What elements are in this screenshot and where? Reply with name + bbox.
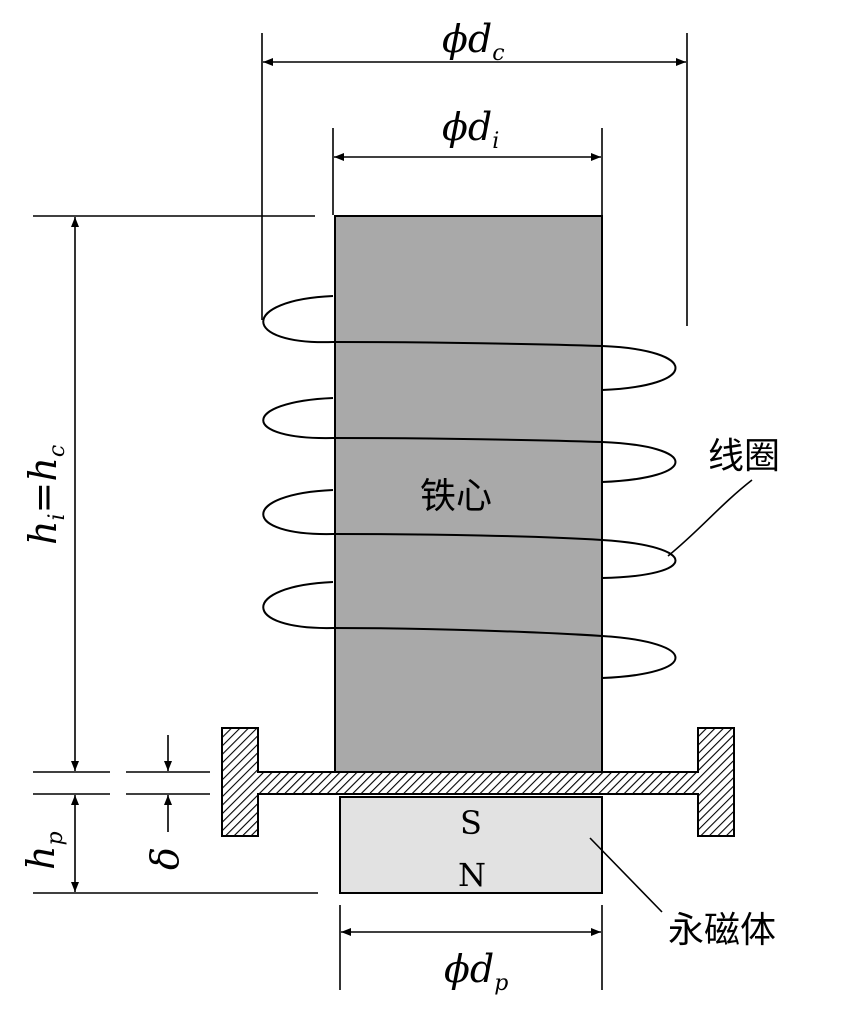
magnet-label: 永磁体 — [668, 910, 776, 951]
coil-front — [332, 341, 677, 679]
extension-lines — [33, 33, 688, 990]
permanent-magnet — [339, 796, 603, 894]
core-diameter-sub: i — [492, 129, 499, 154]
core-height-eq: = — [21, 482, 65, 514]
magnet-diameter-label: ϕdp — [444, 947, 508, 996]
leader-lines — [589, 479, 753, 913]
south-pole-label: S — [460, 804, 482, 842]
coil-front-turn-3 — [332, 533, 677, 579]
iron-core — [334, 215, 603, 773]
core-height-var1: h — [21, 521, 65, 545]
coil-diameter-sub: c — [492, 41, 504, 66]
coil-front-turn-2 — [332, 437, 677, 483]
magnet-height-label: hp — [19, 831, 68, 870]
core-height-label: hi=hc — [21, 445, 70, 545]
dimension-lines — [71, 58, 686, 936]
coil-back-turn-4 — [262, 581, 334, 630]
coil-diameter-var: d — [468, 17, 492, 61]
magnet-diameter-sub: p — [494, 971, 508, 996]
core-diameter-var: d — [468, 105, 492, 149]
north-pole-label: N — [458, 856, 486, 894]
coil-front-turn-4 — [332, 627, 677, 679]
core-height-var2: h — [21, 457, 65, 481]
core-height-sub1: i — [45, 513, 70, 520]
magnet-diameter-symbol: ϕ — [444, 947, 470, 991]
magnet-leader-line — [589, 837, 663, 913]
coil-back-turn-2 — [262, 397, 334, 440]
coil-diameter-label: ϕdc — [442, 17, 505, 66]
core-label: 铁心 — [420, 476, 492, 517]
core-diameter-label: ϕdi — [442, 105, 499, 154]
coil-label: 线圈 — [708, 436, 780, 477]
coil-back — [262, 295, 334, 630]
gap-label: δ — [143, 847, 187, 870]
core-height-sub2: c — [45, 445, 70, 457]
coil-back-turn-1 — [262, 295, 334, 344]
coil-diameter-symbol: ϕ — [442, 17, 468, 61]
magnet-height-sub: p — [43, 831, 68, 845]
coil-front-turn-1 — [332, 341, 677, 391]
coil-leader-line — [667, 479, 753, 557]
core-diameter-symbol: ϕ — [442, 105, 468, 149]
magnet-height-var: h — [19, 846, 63, 870]
magnet-diameter-var: d — [470, 947, 494, 991]
coil-back-turn-3 — [262, 489, 334, 536]
spring-plate — [221, 727, 735, 837]
